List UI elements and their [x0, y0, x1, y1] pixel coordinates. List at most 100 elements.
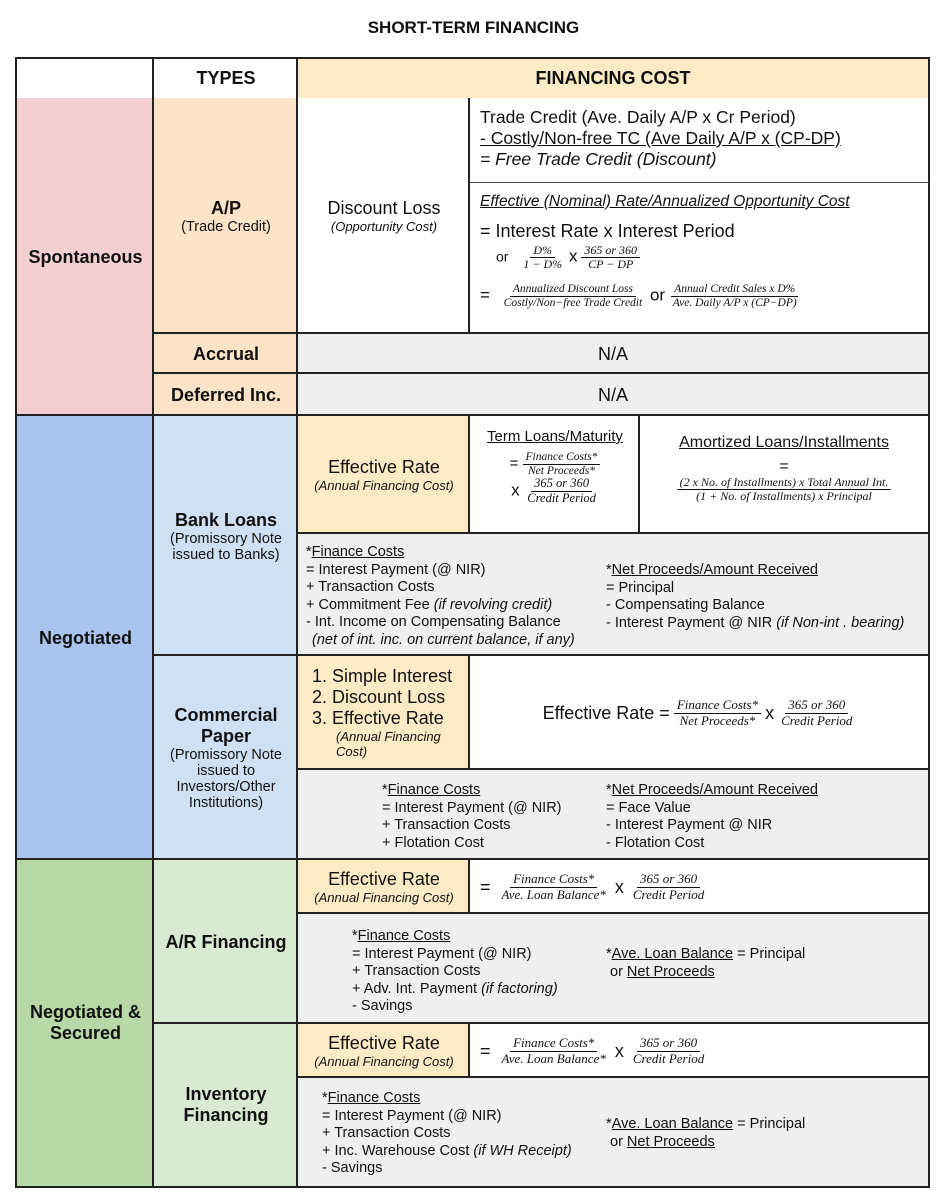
bank-term-times: x: [511, 481, 520, 501]
bank-term-eq: =: [509, 455, 519, 473]
type-ap: A/P (Trade Credit): [152, 98, 298, 334]
ar-fc-line: = Interest Payment (@ NIR): [352, 945, 532, 962]
ap-trade-credit-line2: - Costly/Non-free TC (Ave Daily A/P x (C…: [480, 128, 841, 148]
cp-item-1: 1. Simple Interest: [312, 666, 470, 687]
ar-frac2-den: Credit Period: [632, 886, 705, 902]
bank-term-frac1-num: Finance Costs*: [522, 451, 601, 465]
cp-item-num: 3.: [312, 708, 328, 728]
bank-np-title-row: *Net Proceeds/Amount Received: [606, 562, 818, 578]
bank-term-frac1-den: Net Proceeds*: [527, 464, 595, 477]
ap-frac-discount-num: D%: [530, 243, 556, 259]
ap-formula-row1: or D% 1 − D% x 365 or 360 CP − DP: [496, 243, 928, 272]
bank-fc-line: = Interest Payment (@ NIR): [306, 561, 486, 578]
bank-fc-note2: (net of int. inc. on current balance, if…: [312, 631, 575, 648]
accrual-value: N/A: [296, 332, 930, 374]
bank-amort-title: Amortized Loans/Installments: [679, 434, 889, 451]
bank-np-line-interest: - Interest Payment @ NIR (if Non-int . b…: [606, 615, 928, 633]
ar-eff-cell: Effective Rate (Annual Financing Cost): [296, 858, 470, 914]
bank-type-label: Bank Loans: [174, 509, 278, 530]
inv-frac1-den: Ave. Loan Balance*: [501, 1050, 606, 1066]
cp-item-2: 2. Discount Loss: [312, 687, 470, 708]
bank-fc-list: *Finance Costs = Interest Payment (@ NIR…: [306, 544, 598, 649]
bank-term-frac2-num: 365 or 360: [531, 477, 593, 493]
inv-frac1: Finance Costs* Ave. Loan Balance*: [499, 1035, 609, 1066]
bank-fc-commitment: + Commitment Fee: [306, 596, 430, 613]
bank-term-frac1: Finance Costs* Net Proceeds*: [522, 451, 601, 477]
inv-type-label: Inventory Financing: [183, 1084, 269, 1125]
cp-item-label: Effective Rate: [332, 708, 444, 728]
inv-fc-title: Finance Costs: [327, 1090, 421, 1106]
bank-net-proceeds: *Net Proceeds/Amount Received = Principa…: [596, 532, 930, 656]
ap-equals: =: [480, 286, 490, 305]
cp-eff-formula: Effective Rate = Finance Costs* Net Proc…: [468, 654, 930, 770]
inv-finance-costs: *Finance Costs = Interest Payment (@ NIR…: [296, 1076, 598, 1188]
cp-np-list: *Net Proceeds/Amount Received = Face Val…: [606, 782, 928, 852]
bank-fc-title: Finance Costs: [311, 544, 405, 560]
ar-fc-title: Finance Costs: [357, 928, 451, 944]
inv-fc-wh: + Inc. Warehouse Cost: [322, 1142, 470, 1159]
cp-fc-list: *Finance Costs = Interest Payment (@ NIR…: [382, 782, 598, 852]
cp-finance-costs: *Finance Costs = Interest Payment (@ NIR…: [296, 768, 598, 860]
inv-eff-title: Effective Rate: [328, 1033, 440, 1053]
cp-fc-line: = Interest Payment (@ NIR): [382, 799, 562, 816]
cp-fc-line: + Transaction Costs: [382, 817, 511, 833]
bank-amort-cell: Amortized Loans/Installments = (2 x No. …: [638, 414, 930, 534]
ar-frac1: Finance Costs* Ave. Loan Balance*: [499, 871, 609, 902]
inv-fc-line: = Interest Payment (@ NIR): [322, 1107, 502, 1124]
cp-fc-title: Finance Costs: [387, 782, 481, 798]
cp-item-num: 2.: [312, 687, 328, 707]
category-spontaneous: Spontaneous: [15, 98, 154, 416]
ar-alb-rest: = Principal: [733, 946, 806, 962]
ap-eff-title: Effective (Nominal) Rate/Annualized Oppo…: [480, 193, 850, 210]
bank-term-title: Term Loans/Maturity: [487, 428, 623, 445]
bank-term-f1: = Finance Costs* Net Proceeds*: [470, 451, 640, 477]
ap-frac-annualized-den: Costly/Non−free Trade Credit: [503, 297, 643, 310]
ap-trade-credit-line1: Trade Credit (Ave. Daily A/P x Cr Period…: [480, 107, 796, 127]
ap-frac-annualized-num: Annualized Discount Loss: [509, 283, 636, 298]
ar-frac1-den: Ave. Loan Balance*: [501, 886, 606, 902]
inv-fc-list: *Finance Costs = Interest Payment (@ NIR…: [322, 1090, 598, 1178]
inv-alb-or: or: [610, 1133, 627, 1150]
inv-alb-title: Ave. Loan Balance: [611, 1116, 734, 1132]
ar-fc-line: - Savings: [352, 998, 413, 1014]
cp-item-3: 3. Effective Rate: [312, 708, 470, 729]
ar-fc-list: *Finance Costs = Interest Payment (@ NIR…: [352, 928, 598, 1016]
ap-discount-loss-cell: Discount Loss (Opportunity Cost): [296, 98, 470, 334]
inv-eff-cell: Effective Rate (Annual Financing Cost): [296, 1022, 470, 1078]
bank-np-line: = Principal: [606, 579, 675, 596]
cp-np-title-row: *Net Proceeds/Amount Received: [606, 782, 818, 798]
type-inventory-financing: Inventory Financing: [152, 1022, 298, 1188]
bank-term-cell: Term Loans/Maturity = Finance Costs* Net…: [468, 414, 640, 534]
inv-fc-note: (if WH Receipt): [473, 1142, 572, 1159]
bank-amort-frac-num: (2 x No. of Installments) x Total Annual…: [676, 475, 892, 491]
cp-frac1: Finance Costs* Net Proceeds*: [673, 697, 762, 728]
bank-fc-line-commitment: + Commitment Fee (if revolving credit): [306, 597, 598, 615]
cp-eff-label: Effective Rate =: [542, 702, 670, 723]
ap-trade-credit-cell: Trade Credit (Ave. Daily A/P x Cr Period…: [468, 98, 930, 184]
ar-eq: =: [480, 876, 491, 897]
ar-ave-loan-balance: *Ave. Loan Balance = Principal or Net Pr…: [596, 912, 930, 1024]
ap-frac-period-den: CP − DP: [588, 257, 634, 272]
ar-alb-row1: *Ave. Loan Balance = Principal: [606, 946, 806, 962]
cp-item-list: 1. Simple Interest 2. Discount Loss 3. E…: [312, 666, 470, 729]
category-negotiated-secured: Negotiated & Secured: [15, 858, 154, 1188]
cp-fc-title-row: *Finance Costs: [382, 782, 481, 798]
bank-np-list: *Net Proceeds/Amount Received = Principa…: [606, 562, 928, 632]
inv-alb-list: *Ave. Loan Balance = Principal or Net Pr…: [606, 1116, 928, 1151]
category-negotiated: Negotiated: [15, 414, 154, 860]
bank-type-sub: (Promissory Note issued to Banks): [170, 530, 282, 563]
ap-discount-loss-sub: (Opportunity Cost): [330, 219, 438, 234]
page-title: SHORT-TERM FINANCING: [367, 18, 580, 37]
ar-fc-line-adv: + Adv. Int. Payment (if factoring): [352, 981, 598, 999]
inv-frac2-num: 365 or 360: [637, 1035, 701, 1052]
cp-np-title: Net Proceeds/Amount Received: [611, 782, 818, 798]
ar-frac1-num: Finance Costs*: [510, 871, 598, 888]
bank-fc-title-row: *Finance Costs: [306, 544, 598, 562]
inv-alb-np: Net Proceeds: [626, 1133, 715, 1150]
bank-finance-costs: *Finance Costs = Interest Payment (@ NIR…: [296, 532, 598, 656]
bank-term-frac2-den: Credit Period: [527, 491, 596, 506]
header-types: TYPES: [152, 57, 298, 100]
type-ap-label: A/P: [210, 197, 241, 218]
bank-np-line: - Compensating Balance: [606, 597, 765, 613]
ap-frac-period: 365 or 360 CP − DP: [581, 243, 641, 272]
